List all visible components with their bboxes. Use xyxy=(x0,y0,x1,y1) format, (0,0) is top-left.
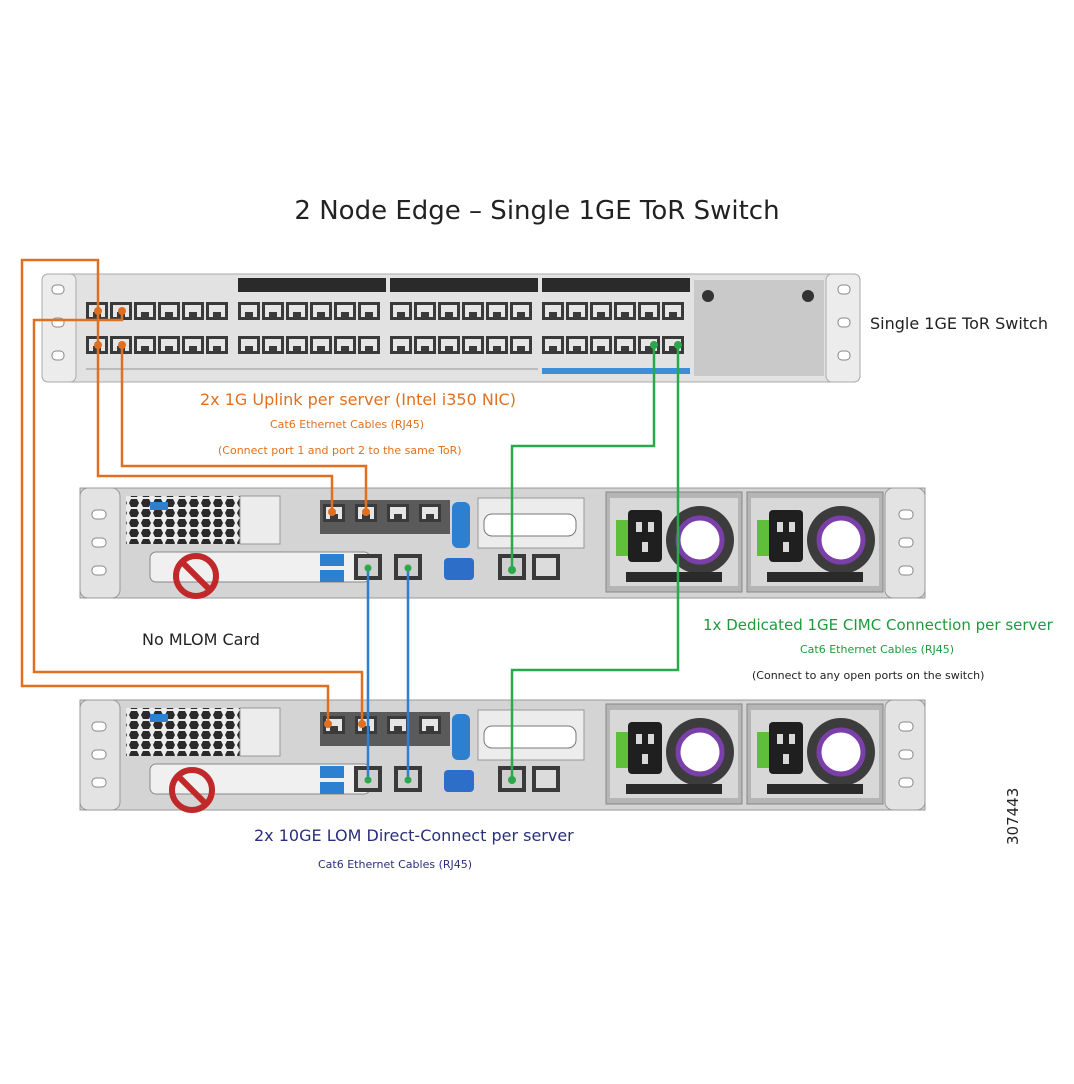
cimc-cable-type: Cat6 Ethernet Cables (RJ45) xyxy=(800,643,955,656)
server-2 xyxy=(80,700,925,810)
lom-cables xyxy=(366,568,410,780)
lom-heading: 2x 10GE LOM Direct-Connect per server xyxy=(254,826,574,845)
uplink-cable-ends xyxy=(94,307,370,728)
cimc-cables xyxy=(510,345,680,780)
uplink-cable-type: Cat6 Ethernet Cables (RJ45) xyxy=(270,418,425,431)
uplink-heading: 2x 1G Uplink per server (Intel i350 NIC) xyxy=(200,390,516,409)
switch-label: Single 1GE ToR Switch xyxy=(870,314,1048,333)
cimc-note: (Connect to any open ports on the switch… xyxy=(752,669,985,682)
no-mlom-icon xyxy=(169,767,215,813)
cimc-cable-ends xyxy=(508,341,682,784)
cimc-heading: 1x Dedicated 1GE CIMC Connection per ser… xyxy=(703,616,1053,634)
diagram-title: 2 Node Edge – Single 1GE ToR Switch xyxy=(294,196,780,226)
figure-id: 307443 xyxy=(1004,787,1022,845)
lom-cable-type: Cat6 Ethernet Cables (RJ45) xyxy=(318,858,473,871)
uplink-cables xyxy=(20,258,368,722)
server-1 xyxy=(80,488,925,598)
tor-switch xyxy=(41,273,861,383)
no-mlom-icon xyxy=(173,553,219,599)
uplink-note: (Connect port 1 and port 2 to the same T… xyxy=(218,444,462,457)
lom-cable-ends xyxy=(364,564,412,784)
no-mlom-label: No MLOM Card xyxy=(142,630,260,649)
